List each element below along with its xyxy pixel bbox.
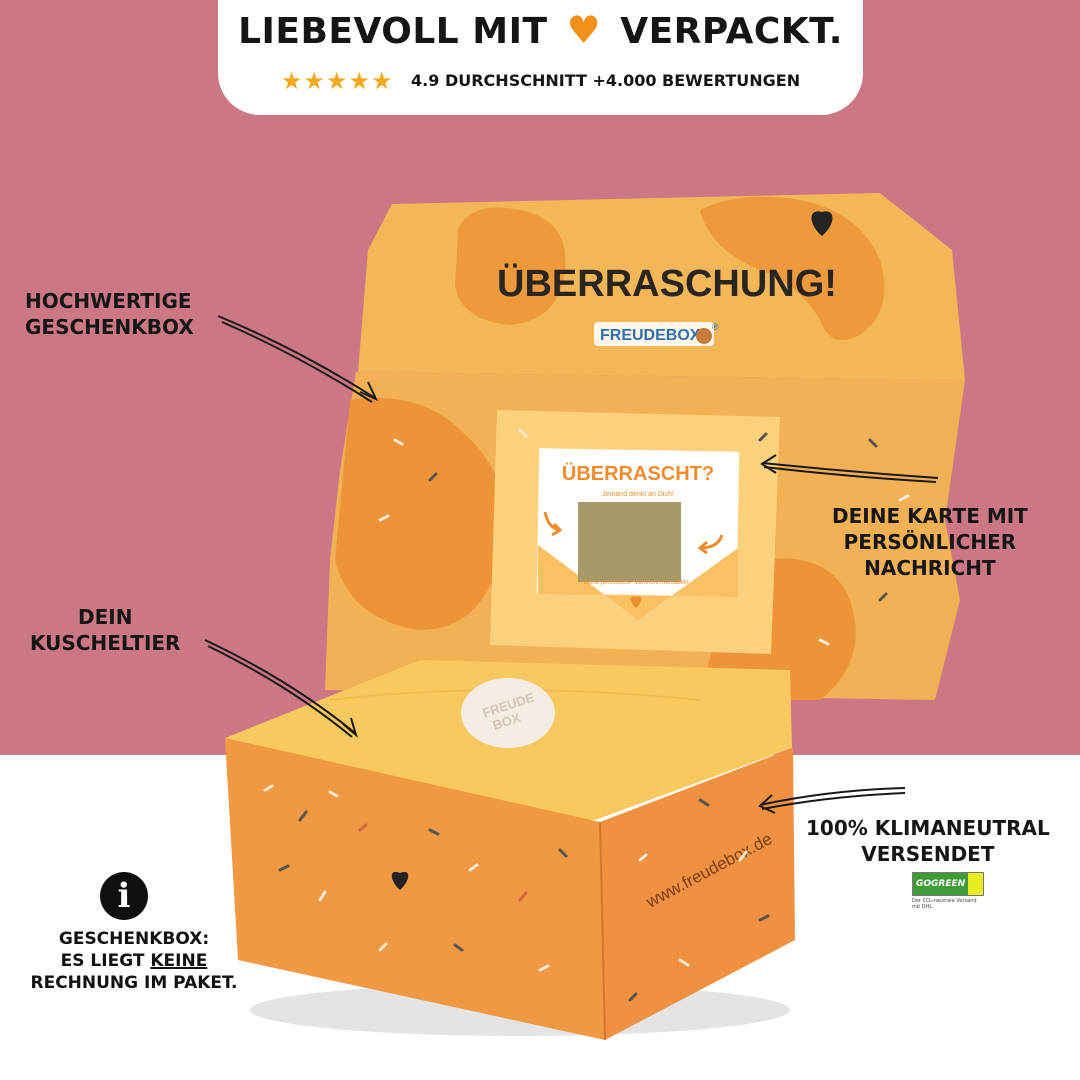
lid-brand-mark: ®	[712, 322, 719, 332]
lid-blob-right	[700, 196, 885, 340]
card-scratch-field	[578, 502, 681, 582]
lid-brand-text: FREUDEBOX	[600, 327, 701, 344]
callout-card-line3: NACHRICHT	[864, 556, 996, 580]
arrow-to-side	[758, 787, 906, 814]
headline: LIEBEVOLL MIT ♥ VERPACKT.	[218, 8, 863, 52]
invoice-line1: GESCHENKBOX:	[58, 929, 210, 949]
callout-climate-line2: VERSENDET	[861, 842, 995, 866]
arrow-to-toy	[204, 639, 358, 738]
callout-giftbox-line2: GESCHENKBOX	[25, 315, 194, 339]
callout-giftbox: HOCHWERTIGE GESCHENKBOX	[25, 288, 194, 340]
card-subtitle: Jemand denkt an Dich!	[602, 491, 674, 498]
gogreen-caption: Der CO₂-neutrale Versand mit DHL	[912, 898, 977, 910]
invoice-line2-pre: ES LIEGT	[60, 951, 145, 971]
heart-icon: ♥	[566, 8, 602, 52]
star-rating-icon: ★★★★★	[280, 67, 394, 95]
callout-card-line1: DEINE KARTE MIT	[832, 504, 1028, 528]
card-arrow-left-icon	[543, 511, 563, 537]
header-badge: LIEBEVOLL MIT ♥ VERPACKT. ★★★★★ 4.9 DURC…	[218, 0, 863, 115]
invoice-note: GESCHENKBOX: ES LIEGT KEINE RECHNUNG IM …	[12, 928, 256, 994]
invoice-line3: RECHNUNG IM PAKET.	[30, 973, 238, 993]
info-icon: i	[100, 872, 148, 920]
lid-brand-logo: FREUDEBOX ®	[594, 322, 719, 346]
arrow-to-box	[217, 315, 379, 403]
rating-text: 4.9 DURCHSCHNITT +4.000 BEWERTUNGEN	[411, 71, 801, 90]
callout-plush-line1: DEIN	[78, 605, 133, 629]
callout-giftbox-line1: HOCHWERTIGE	[25, 289, 192, 313]
card-footer: Deine persönliche Nachricht freirubbeln	[583, 580, 688, 586]
wall-blob-left	[335, 398, 505, 630]
callout-climate-line1: 100% KLIMANEUTRAL	[806, 816, 1050, 840]
lid-text: ÜBERRASCHUNG!	[497, 262, 837, 305]
front-heart-icon	[391, 871, 409, 890]
callout-card-line2: PERSÖNLICHER	[843, 530, 1017, 554]
gogreen-logo: GOGREEN Der CO₂-neutrale Versand mit DHL	[912, 872, 984, 910]
invoice-line2: ES LIEGT KEINE	[12, 950, 256, 972]
box-side-face	[600, 748, 795, 1040]
callout-plush-line2: KUSCHELTIER	[30, 631, 181, 655]
callout-climate: 100% KLIMANEUTRAL VERSENDET	[806, 815, 1050, 867]
headline-left: LIEBEVOLL MIT	[238, 11, 548, 52]
brand-sticker: FREUDE BOX	[461, 678, 555, 748]
card-arrow-right-icon	[697, 534, 724, 555]
gogreen-logo-text: GOGREEN	[913, 873, 969, 895]
message-card: ÜBERRASCHT? Jemand denkt an Dich! Deine …	[490, 410, 780, 654]
invoice-line2-underlined: KEINE	[150, 951, 208, 971]
card-title: ÜBERRASCHT?	[562, 462, 714, 485]
card-heart-icon	[630, 596, 642, 608]
lid-blob-left	[455, 207, 566, 325]
callout-plush: DEIN KUSCHELTIER	[30, 604, 180, 656]
lid-heart-icon	[811, 211, 833, 236]
arrow-to-card	[760, 454, 939, 483]
headline-right: VERPACKT.	[620, 11, 843, 52]
box-front-face	[225, 738, 605, 1040]
rating-row: ★★★★★ 4.9 DURCHSCHNITT +4.000 BEWERTUNGE…	[218, 67, 863, 95]
callout-card: DEINE KARTE MIT PERSÖNLICHER NACHRICHT	[832, 503, 1028, 581]
gogreen-badge: GOGREEN	[912, 872, 984, 896]
